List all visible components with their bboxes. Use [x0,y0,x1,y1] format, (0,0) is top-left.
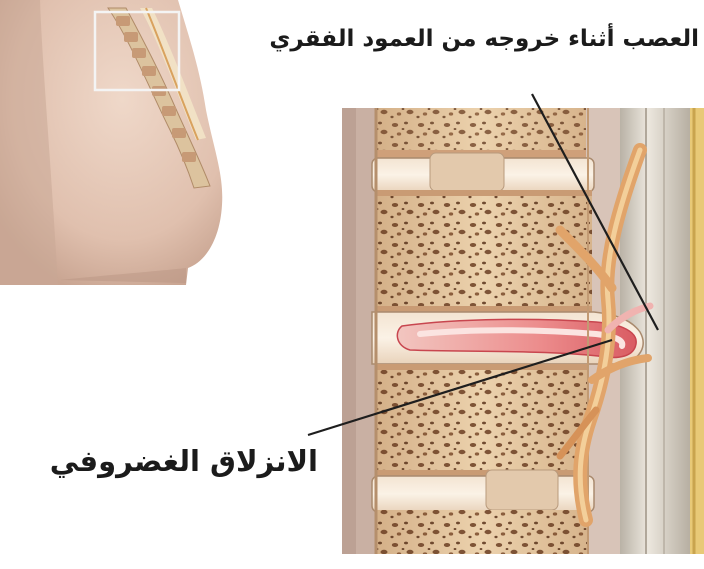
vertebra-middle [376,190,592,314]
spine-detail-panel [342,108,704,554]
disc-top [372,153,594,192]
torso-thumbnail [0,0,222,285]
vertebra-bottom [376,510,588,554]
herniated-disc-label: الانزلاق الغضروفي [18,444,318,488]
disc-bottom [372,470,594,512]
nerve-exit-label: العصب أثناء خروجه من العمود الفقري [285,26,699,70]
